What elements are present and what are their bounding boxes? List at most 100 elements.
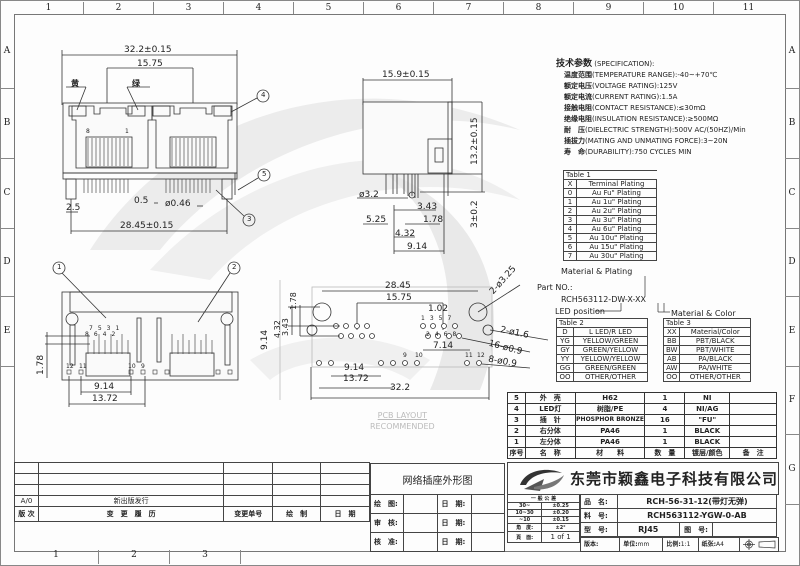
pin-1-label: 1 [125,128,129,135]
revision-header-cell: 绘 制 [272,506,322,522]
front-view [61,50,271,234]
table3-cell: AW [662,363,681,373]
pin-6: 6 [93,331,103,338]
revision-cell [223,473,274,485]
bom-cell: 插 针 [524,414,576,426]
bom-cell: NI/AG [684,403,731,415]
bom-header-cell: 序号 [507,447,526,459]
table1-cell: 2 [563,206,577,216]
grid-row-left-E: E [0,296,14,367]
pcb-layout-watermark: PCB LAYOUT RECOMMENDED [370,410,435,432]
tolerance-range: 角 度: [506,523,543,532]
bom-cell: "FU" [684,414,731,426]
page-value: 1 of 1 [541,531,580,543]
drawing-frame-inner [14,14,786,552]
callout-3: 3 [247,215,252,223]
bom-header: 序号名 称材 料数 量镀层/颜色备 注 [507,447,777,459]
grid-row-right-G: G [785,434,799,505]
table-row: ~10±0.15 [506,516,580,524]
page-label: 頁 面: [506,531,543,543]
bom-header-cell: 名 称 [524,447,576,459]
bottom-view [45,261,241,407]
revision-cell [272,484,322,496]
grid-col-1: 1 [14,2,84,14]
part-no-leaders [595,276,670,313]
bom-header-cell: 镀层/颜色 [684,447,731,459]
table3-header-material: Material/Color [679,327,751,337]
pcb-pin-numbers-bottom: 2468 [426,331,461,338]
dim-pin-length: 3±0.2 [470,200,480,228]
grid-col-9: 9 [574,2,644,14]
table-row [14,484,370,496]
grid-row-right-F: F [785,366,799,435]
table2-header-d: D [556,327,574,337]
pcb-dim-post-span: 28.45 [385,281,411,291]
pcb-pin-4: 4 [434,331,444,338]
side-view [357,78,485,254]
dim-3-43: 3.43 [417,202,438,212]
dim-5-25: 5.25 [366,215,387,225]
tolerance-value: ±2° [541,523,580,532]
table3-cell: PA/BLACK [679,354,751,364]
revision-cell: 新出版发行 [37,495,225,507]
bom-cell: PA46 [574,425,646,437]
bom-cell: 4 [644,403,686,415]
grid-col-3: 3 [154,2,224,14]
approved-by-value [402,532,439,552]
pin-8-label: 8 [86,128,90,135]
revision-cell [223,462,274,474]
bom-cell: 1 [644,425,686,437]
grid-col-6: 6 [364,2,434,14]
drawn-by-label: 绘 图: [370,494,404,514]
part-number-label: 料 号: [580,508,618,523]
callout-2: 2 [232,263,237,271]
table2-cell: YELLOW/GREEN [573,336,648,346]
pcb-dim-1-78: 1.78 [289,292,298,310]
table-row [14,473,370,485]
bom-cell: 左分体 [524,436,576,448]
approved-date-value [471,532,505,552]
table2-cell: OTHER/OTHER [573,372,648,382]
table1-cell: 1 [563,197,577,207]
checked-by-label: 审 核: [370,513,404,533]
watermark-line-2: RECOMMENDED [370,422,435,431]
revision-cell [320,473,370,485]
dim-pin-width: 0.5 [134,196,149,206]
grid-col-10: 10 [644,2,714,14]
spec-title: 技术参数 [556,59,593,69]
dim-post-span: 28.45±0.15 [120,221,174,231]
table2-header-led: L LED/R LED [573,327,648,337]
table1-cell: 3 [563,215,577,225]
tolerance-range: 10~30 [506,509,543,517]
table2-cell: GG [556,363,574,373]
company-logo-icon [520,469,564,491]
revision-cell [320,484,370,496]
grid-row-left-A: A [0,14,14,89]
pin-9: 9 [141,363,145,370]
bom-cell: 外 壳 [524,392,576,404]
pin-numbers-top: 7531 [89,325,124,332]
pcb-pin-10: 10 [415,352,423,359]
spec-durability-value: (DURABILITY):750 CYCLES MIN [585,148,692,156]
paper-value: A4 [716,541,724,548]
pcb-pin-11: 11 [465,352,473,359]
table1-header-x: X [563,179,577,189]
spec-title-en: (SPECIFICATION): [594,60,655,68]
grid-col-11: 11 [742,3,755,13]
watermark-line-1: PCB LAYOUT [377,411,428,420]
company-banner: 东莞市颖鑫电子科技有限公司 [507,462,779,495]
spec-current-label: 额定电流 [564,93,592,101]
drawing-meta-row: 版本: 单位:mm 比例:1:1 纸张:A4 [580,537,779,552]
tolerance-value: ±0.15 [541,516,580,524]
table1-cell: 6 [563,242,577,252]
spec-force-value: (MATING AND UNMATING FORCE):3~20N [585,137,728,145]
table2-cell: GREEN/GREEN [573,363,648,373]
